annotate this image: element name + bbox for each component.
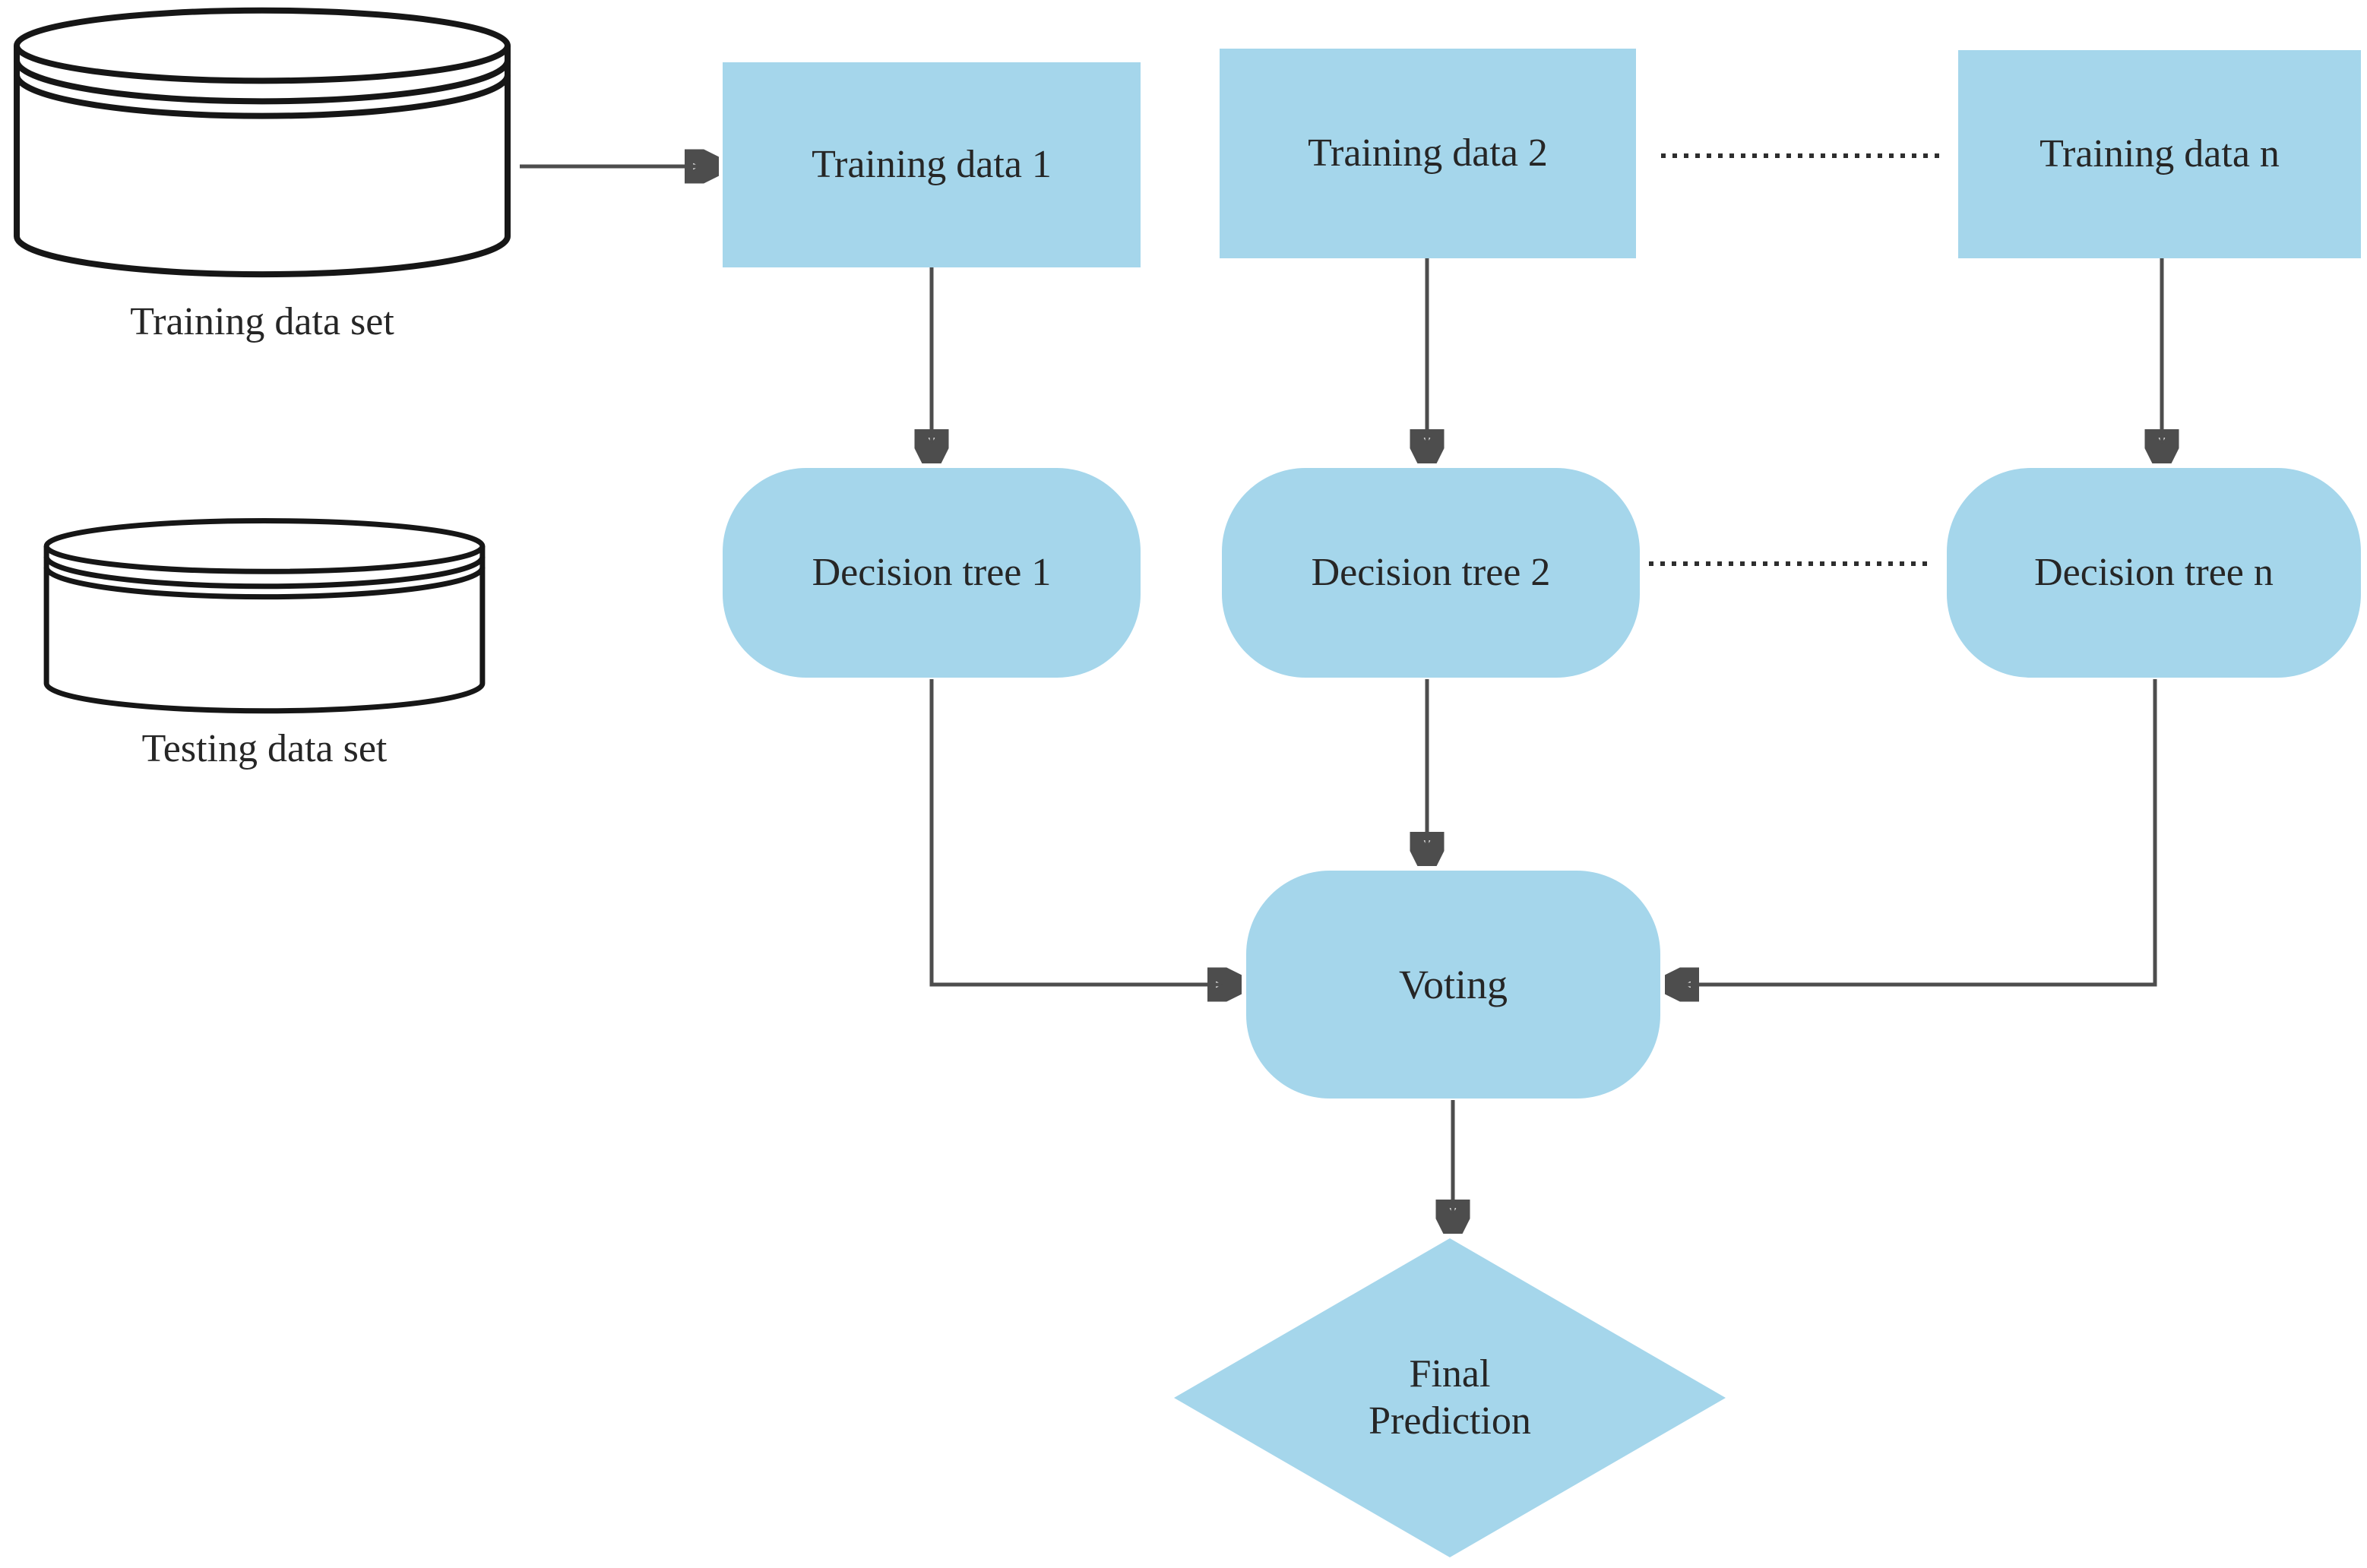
node-decision-tree-2: Decision tree 2 — [1222, 468, 1640, 678]
node-label: Training data n — [2039, 131, 2280, 175]
testing-dataset-database-icon — [41, 517, 488, 728]
node-training-data-n: Training data n — [1958, 50, 2361, 258]
node-label: Training data 2 — [1308, 131, 1548, 175]
node-training-data-2: Training data 2 — [1220, 49, 1636, 258]
node-label: Decision tree n — [2034, 550, 2274, 594]
node-label: Training data 1 — [812, 142, 1052, 186]
node-voting: Voting — [1246, 871, 1660, 1099]
node-decision-tree-n: Decision tree n — [1947, 468, 2361, 678]
node-decision-tree-1: Decision tree 1 — [723, 468, 1141, 678]
node-label: Voting — [1398, 961, 1508, 1007]
node-training-data-1: Training data 1 — [723, 62, 1141, 267]
node-label: Final Prediction — [1369, 1351, 1531, 1443]
training-dataset-label: Training data set — [130, 300, 394, 343]
training-dataset-database-icon — [11, 5, 514, 298]
arrow-dtn-to-voting — [1665, 679, 2157, 985]
arrow-dt1-to-voting — [929, 679, 1242, 985]
node-label: Decision tree 2 — [1311, 550, 1551, 594]
node-label: Decision tree 1 — [812, 550, 1052, 594]
testing-dataset-label: Testing data set — [141, 727, 388, 770]
